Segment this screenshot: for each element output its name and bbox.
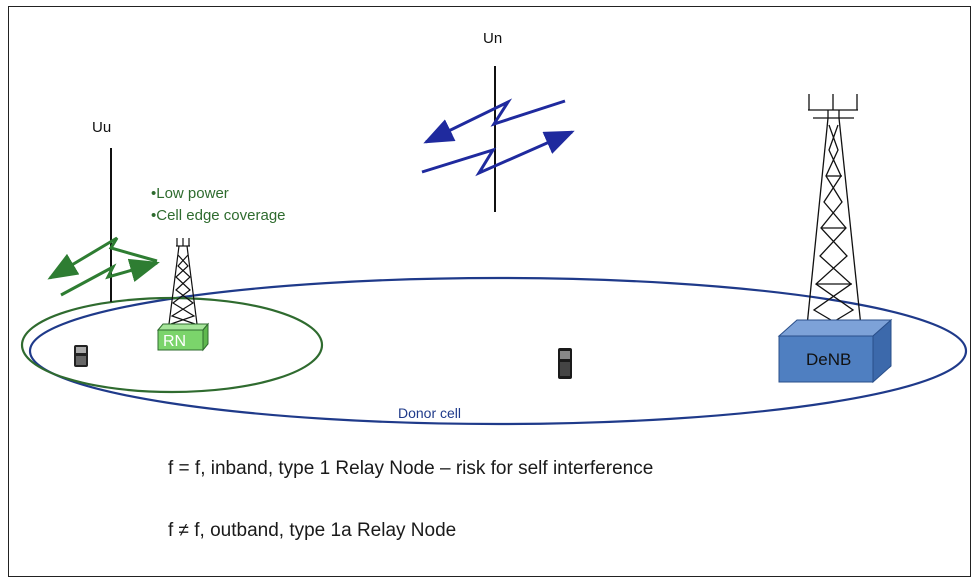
relay-node-box: RN xyxy=(156,322,210,352)
ue-phone-relay-cell xyxy=(74,345,88,367)
un-label: Un xyxy=(483,30,502,47)
ue-phone-donor-cell xyxy=(558,348,572,379)
page-border xyxy=(8,6,971,577)
un-arrow-lower xyxy=(421,130,575,177)
denb-box: DeNB xyxy=(777,318,893,384)
denb-tower xyxy=(805,94,863,337)
un-arrow-upper xyxy=(423,98,566,144)
uu-label: Uu xyxy=(92,119,111,136)
caption-inband: f = f, inband, type 1 Relay Node – risk … xyxy=(168,458,654,479)
donor-cell-ellipse xyxy=(28,276,968,426)
donor-cell-label: Donor cell xyxy=(398,405,461,421)
uu-interface: Uu xyxy=(47,119,160,302)
caption-outband: f ≠ f, outband, type 1a Relay Node xyxy=(168,520,457,541)
relay-feature-low-power: •Low power xyxy=(151,185,229,202)
uu-arrow-upper xyxy=(47,236,158,280)
un-interface: Un xyxy=(421,30,575,212)
relay-node-tower xyxy=(168,238,198,325)
uu-arrow-lower xyxy=(60,258,160,297)
relay-feature-cell-edge: •Cell edge coverage xyxy=(151,207,286,224)
relay-node-label: RN xyxy=(163,333,186,350)
denb-label: DeNB xyxy=(806,350,851,369)
